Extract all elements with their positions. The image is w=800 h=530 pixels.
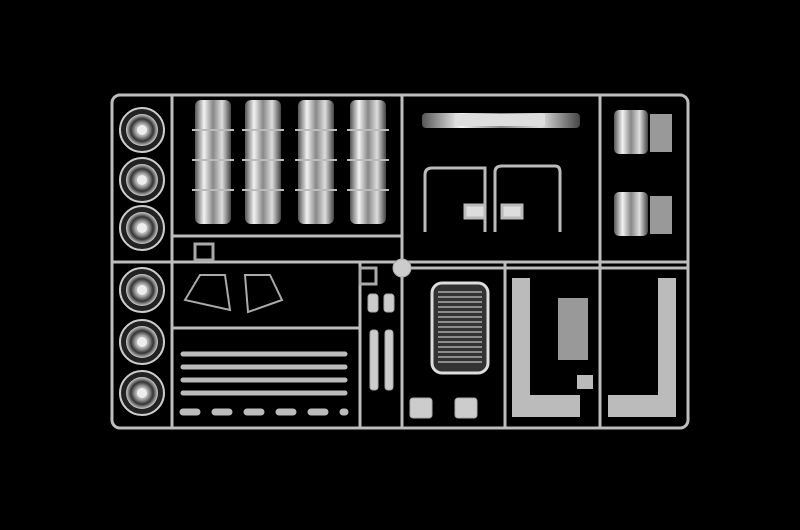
headlight-housings — [614, 110, 672, 236]
exhaust-pipes — [179, 351, 349, 416]
radiator-grille — [430, 281, 490, 375]
wheel-hub — [119, 205, 165, 251]
fuel-tank — [192, 100, 234, 224]
fuel-tank — [242, 100, 284, 224]
wheel-hub — [119, 157, 165, 203]
small-parts — [183, 242, 478, 419]
grab-handles — [423, 164, 562, 232]
wheel-hub — [119, 267, 165, 313]
fuel-tank-group — [192, 100, 389, 224]
walkway-steps — [512, 278, 676, 417]
wheel-hub — [119, 370, 165, 416]
fuel-tank — [295, 100, 337, 224]
sprue-frame — [110, 93, 690, 430]
wheel-hub — [119, 319, 165, 365]
bumper — [422, 113, 580, 128]
fuel-tank — [347, 100, 389, 224]
wheel-hub — [119, 107, 165, 153]
wheel-group — [119, 107, 165, 416]
